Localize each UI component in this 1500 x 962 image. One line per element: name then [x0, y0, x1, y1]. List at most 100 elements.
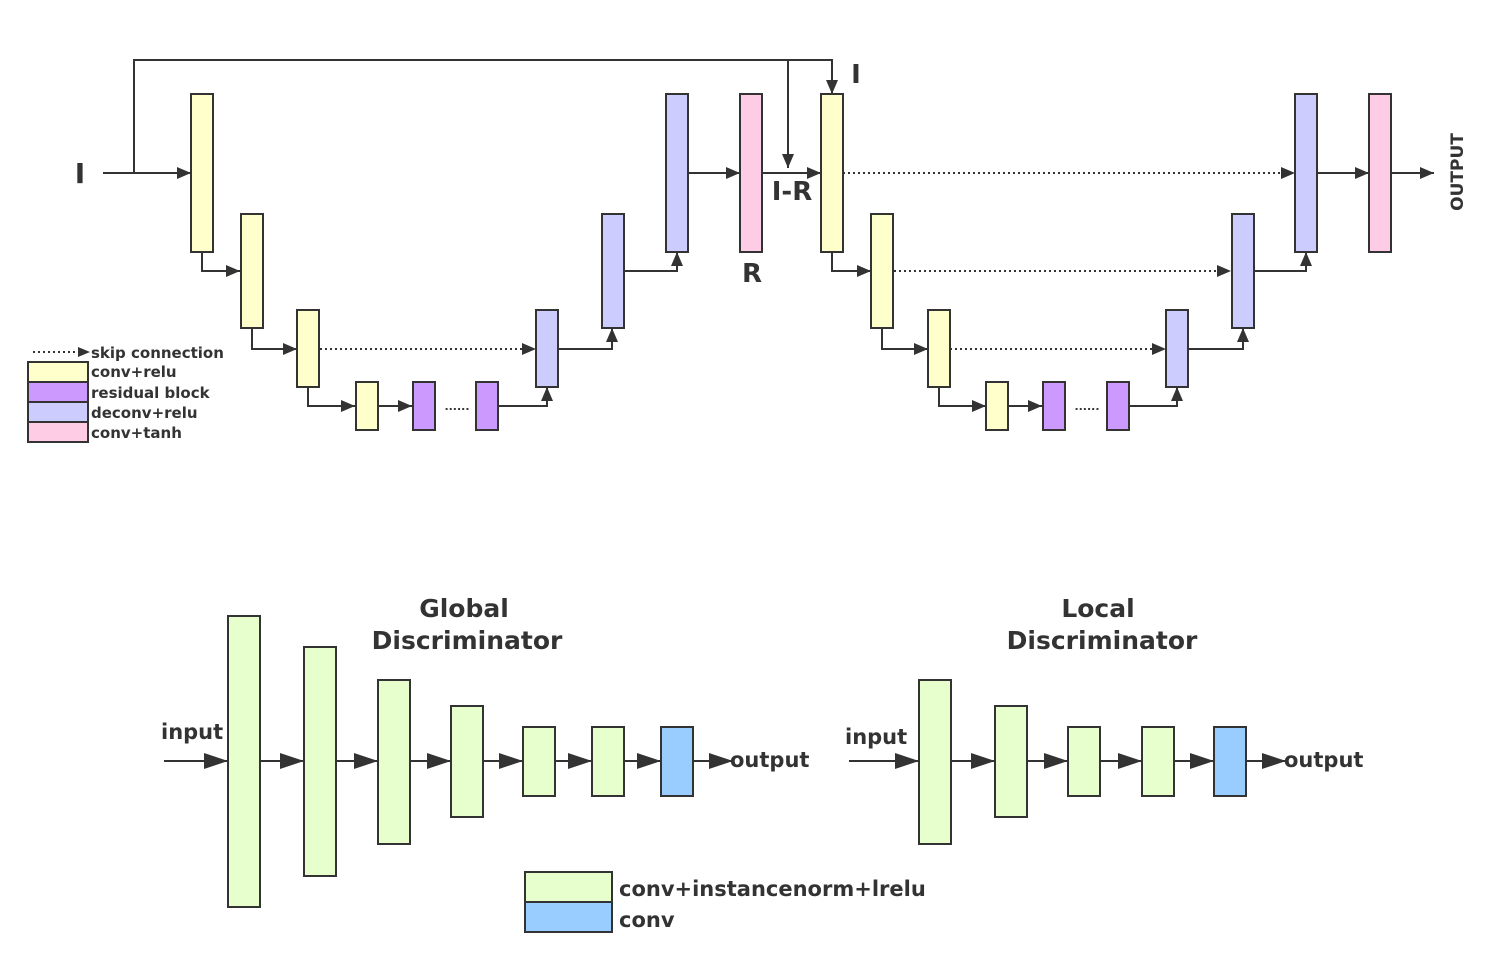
global-title-line2: Discriminator: [372, 626, 563, 655]
legend-conv-relu-swatch: [27, 361, 89, 383]
global-cinl-block-2: [303, 646, 337, 877]
global-output-arrowhead: [709, 753, 733, 769]
legend-conv-swatch: [524, 901, 613, 933]
stage1-deconv-relu-1: [535, 309, 559, 388]
global-arrowhead-4: [499, 753, 523, 769]
stage2-res-arrowhead: [1028, 400, 1042, 412]
stage1-dec-arrowhead-1: [541, 387, 553, 401]
stage2-conv-relu-1: [820, 93, 844, 253]
stage2-enc-arrowhead-3: [972, 400, 986, 412]
r-label: R: [742, 259, 762, 289]
stage1-conv-tanh: [739, 93, 763, 253]
global-arrowhead-5: [568, 753, 592, 769]
top-input-skip-line: [133, 59, 833, 173]
local-cinl-block-1: [918, 679, 952, 845]
stage1-skip-arrowhead: [522, 343, 536, 355]
stage1-deconv-relu-2: [601, 213, 625, 329]
legend-skip-arrowhead: [78, 347, 90, 357]
global-cinl-block-6: [591, 726, 625, 797]
global-cinl-block-3: [377, 679, 411, 845]
legend-cinl-swatch: [524, 871, 613, 903]
global-arrowhead-6: [637, 753, 661, 769]
legend-residual-block: residual block: [91, 384, 211, 402]
ir-branch-arrowhead: [782, 154, 794, 168]
stage2-enc-connector-3: [938, 387, 986, 407]
stage1-enc-arrowhead-3: [341, 400, 355, 412]
stage1-enc-connector-2: [251, 328, 297, 350]
legend-conv-relu: conv+relu: [91, 363, 177, 381]
residual-ellipsis-1: ......: [444, 400, 469, 413]
stage2-enc-arrowhead-1: [857, 265, 871, 277]
stage1-enc-arrowhead-1: [226, 265, 240, 277]
stage2-enc-connector-1: [831, 252, 871, 272]
input-arrowhead: [177, 167, 191, 179]
stage1-residual-block-1: [412, 381, 436, 431]
legend-conv-instancenorm-lrelu: conv+instancenorm+lrelu: [619, 877, 926, 901]
local-title-line1: Local: [1061, 594, 1134, 623]
stage2-residual-block-2: [1106, 381, 1130, 431]
global-output-label: output: [730, 748, 809, 772]
stage1-dec-arrowhead-3: [671, 252, 683, 266]
stage2-dec-connector-2: [1188, 329, 1244, 350]
output-arrowhead: [1420, 167, 1434, 179]
stage1-conv-relu-1: [190, 93, 214, 253]
global-cinl-block-4: [450, 705, 484, 818]
generator-output-label: OUTPUT: [1448, 133, 1468, 211]
global-cinl-block-5: [522, 726, 556, 797]
generator-top-input-label: I: [851, 60, 861, 90]
stage2-dec-arrowhead-2: [1237, 328, 1249, 342]
stage1-conv-relu-3: [296, 309, 320, 388]
i-minus-r-label: I-R: [772, 177, 813, 207]
tanh-to-stage2-arrowhead: [807, 167, 821, 179]
stage1-deconv-relu-3: [665, 93, 689, 253]
stage2-conv-relu-2: [870, 213, 894, 329]
local-cinl-block-3: [1067, 726, 1101, 797]
local-input-arrowhead: [895, 753, 919, 769]
stage1-dec-connector-1: [498, 388, 548, 407]
legend-deconv-relu: deconv+relu: [91, 404, 198, 422]
generator-input-label: I: [75, 157, 85, 190]
top-input-skip-arrowhead: [826, 80, 838, 94]
global-input-label: input: [161, 720, 223, 744]
stage2-conv-relu-3: [927, 309, 951, 388]
stage1-enc-connector-3: [307, 387, 355, 407]
stage2-to-tanh-arrowhead: [1355, 167, 1369, 179]
stage1-conv-relu-4: [355, 381, 379, 431]
local-cinl-block-4: [1141, 726, 1175, 797]
stage2-skip-arrowhead-3: [1152, 343, 1166, 355]
local-arrowhead-2: [1044, 753, 1068, 769]
global-cinl-block-1: [227, 615, 261, 908]
local-output-label: output: [1284, 748, 1363, 772]
stage2-dec-connector-3: [1254, 253, 1307, 272]
global-conv-block: [660, 726, 694, 797]
stage1-res-arrowhead: [398, 400, 412, 412]
stage2-dec-arrowhead-1: [1171, 387, 1183, 401]
local-arrowhead-3: [1118, 753, 1142, 769]
stage2-deconv-relu-1: [1165, 309, 1189, 388]
local-title-line2: Discriminator: [1007, 626, 1198, 655]
stage2-residual-block-1: [1042, 381, 1066, 431]
stage1-conv-relu-2: [240, 213, 264, 329]
stage1-dec-connector-2: [558, 329, 613, 350]
stage1-enc-arrowhead-2: [283, 343, 297, 355]
global-title-line1: Global: [419, 594, 509, 623]
global-input-arrowhead: [204, 753, 228, 769]
legend-conv: conv: [619, 908, 675, 932]
global-arrowhead-3: [427, 753, 451, 769]
legend-conv-tanh-swatch: [27, 421, 89, 443]
global-arrowhead-1: [280, 753, 304, 769]
stage1-enc-connector-1: [201, 252, 240, 272]
stage2-conv-relu-4: [985, 381, 1009, 431]
stage2-skip-arrowhead-1: [1281, 167, 1295, 179]
stage2-conv-tanh: [1368, 93, 1392, 253]
legend-skip-connection: skip connection: [91, 344, 224, 362]
stage1-dec-connector-3: [624, 253, 678, 272]
legend-conv-tanh: conv+tanh: [91, 424, 182, 442]
local-arrowhead-1: [971, 753, 995, 769]
residual-ellipsis-2: ......: [1074, 400, 1099, 413]
stage1-to-tanh-arrowhead: [726, 167, 740, 179]
local-cinl-block-2: [994, 705, 1028, 818]
stage1-dec-arrowhead-2: [606, 328, 618, 342]
stage2-deconv-relu-3: [1294, 93, 1318, 253]
